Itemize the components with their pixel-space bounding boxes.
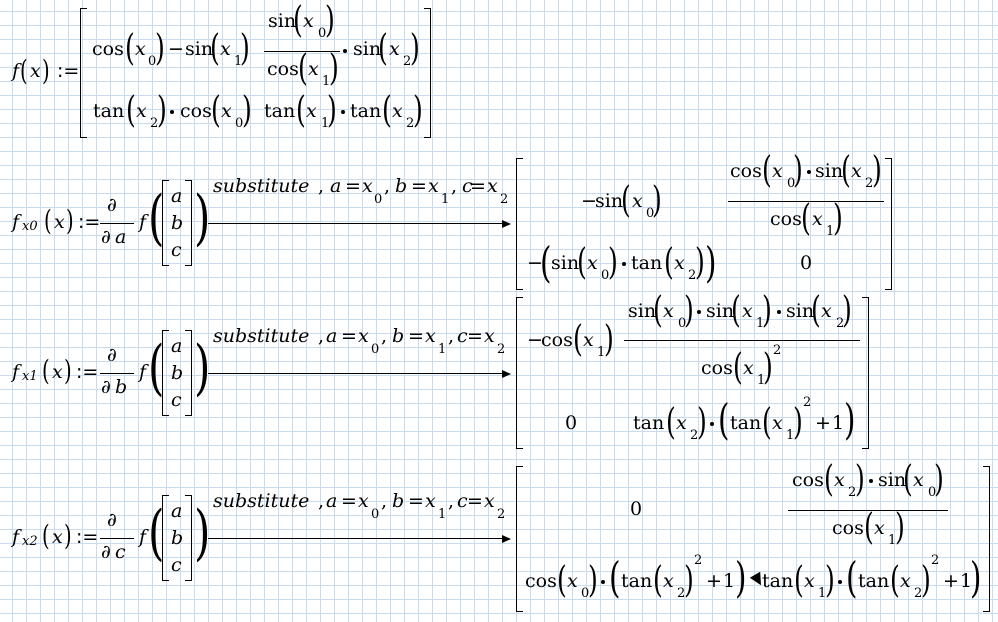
function-f-definition[interactable]: f ( x ) := cos ( x 0 ) − sin ( x 1 ) sin… [0, 0, 440, 145]
result-matrix-fx1-left [516, 297, 523, 449]
result-matrix-fx1-right [862, 297, 869, 449]
assign-operator: := [57, 60, 80, 82]
arg-x: x [30, 60, 41, 82]
result-matrix-fx2-left [516, 466, 523, 612]
symbolic-arrow-fx2 [208, 538, 504, 540]
function-name-f: f [12, 60, 20, 82]
result-matrix-fx0-left [516, 158, 523, 290]
symbolic-arrow-fx1 [208, 373, 504, 375]
function-fx0-definition[interactable]: f x0 ( x ) := ∂ ∂ a f ( a b c ) substitu… [0, 150, 900, 295]
function-fx2-definition[interactable]: f x2 ( x ) := ∂ ∂ c f ( a b c ) substitu… [0, 460, 998, 622]
matrix-right-bracket [424, 8, 431, 138]
result-matrix-fx2-right [983, 466, 990, 612]
result-matrix-fx0-right [885, 158, 892, 290]
symbolic-arrow-fx0 [208, 223, 504, 225]
function-fx1-definition[interactable]: f x1 ( x ) := ∂ ∂ b f ( a b c ) substitu… [0, 293, 900, 455]
matrix-left-bracket [80, 8, 87, 138]
